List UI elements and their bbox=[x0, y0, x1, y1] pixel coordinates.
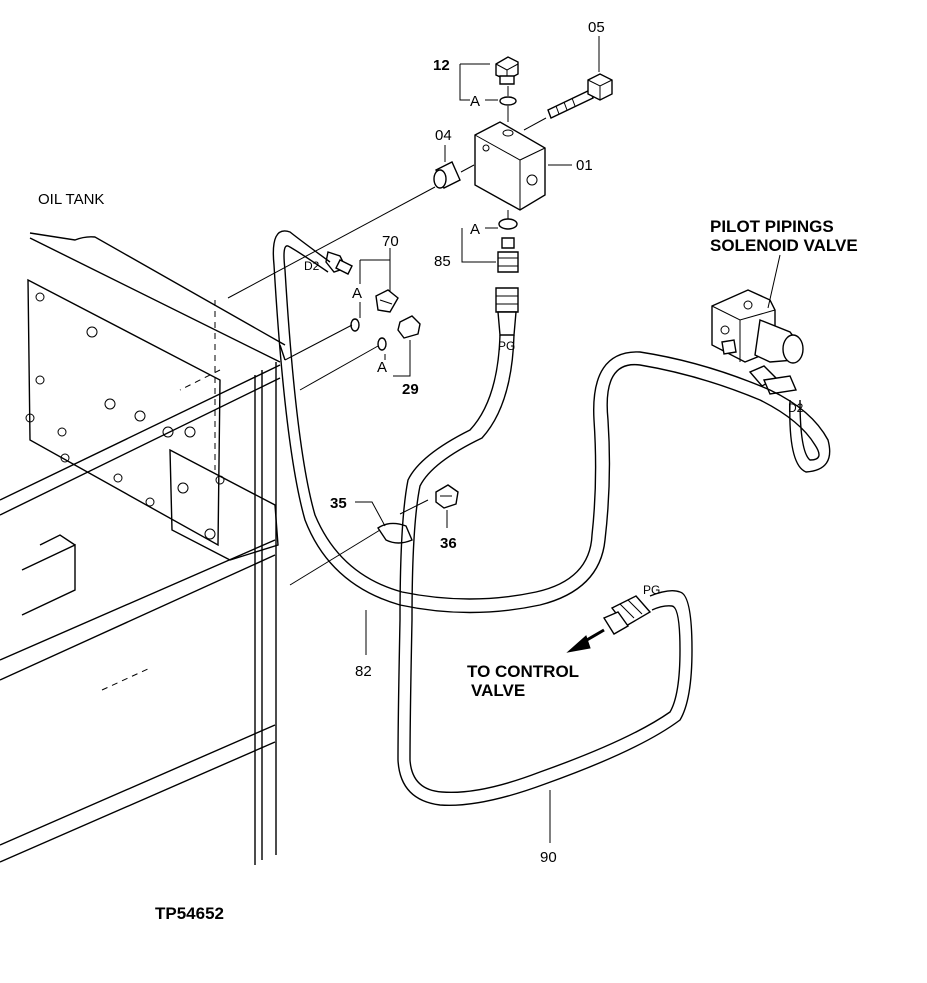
clamp-35 bbox=[377, 522, 413, 544]
hose-90 bbox=[397, 334, 693, 807]
callout-04: 04 bbox=[435, 127, 452, 144]
callout-36: 36 bbox=[440, 535, 457, 552]
solenoid-valve bbox=[711, 289, 804, 395]
callout-90: 90 bbox=[540, 849, 557, 866]
o-ring-70 bbox=[350, 318, 360, 332]
callout-05: 05 bbox=[588, 19, 605, 36]
callout-82: 82 bbox=[355, 663, 372, 680]
fitting-70-d2 bbox=[325, 251, 353, 275]
callout-85: 85 bbox=[434, 253, 451, 270]
bolt-36 bbox=[399, 484, 459, 515]
marker-d2-solenoid: D2 bbox=[788, 401, 804, 415]
label-to-control: TO CONTROL bbox=[467, 662, 579, 681]
label-pilot-pipings: PILOT PIPINGS bbox=[710, 217, 834, 236]
label-oil-tank: OIL TANK bbox=[38, 191, 104, 208]
callout-35: 35 bbox=[330, 495, 347, 512]
label-solenoid-valve: SOLENOID VALVE bbox=[710, 236, 858, 255]
leader-lines bbox=[227, 36, 781, 843]
marker-a-70: A bbox=[352, 285, 362, 302]
bolt-05 bbox=[523, 73, 613, 131]
marker-a-85: A bbox=[470, 221, 480, 238]
hose-82 bbox=[272, 230, 831, 614]
marker-a-29: A bbox=[377, 359, 387, 376]
callout-01: 01 bbox=[576, 157, 593, 174]
hose-pg-upper bbox=[495, 287, 519, 336]
plug-12 bbox=[495, 56, 519, 122]
fitting-70 bbox=[375, 289, 399, 313]
callout-12: 12 bbox=[433, 57, 450, 74]
callout-29: 29 bbox=[402, 381, 419, 398]
marker-d2-tank: D2 bbox=[304, 259, 320, 273]
plug-29 bbox=[377, 315, 421, 351]
adapter-04 bbox=[433, 161, 475, 189]
marker-pg-upper: PG bbox=[498, 339, 515, 353]
marker-a-12: A bbox=[470, 93, 480, 110]
label-valve: VALVE bbox=[471, 681, 525, 700]
callout-70: 70 bbox=[382, 233, 399, 250]
marker-pg-lower: PG bbox=[643, 583, 660, 597]
oil-tank bbox=[0, 232, 286, 865]
flow-arrow-head bbox=[566, 635, 591, 653]
figure-id: TP54652 bbox=[155, 904, 224, 923]
valve-block-01 bbox=[474, 121, 546, 211]
fitting-85 bbox=[497, 210, 519, 273]
